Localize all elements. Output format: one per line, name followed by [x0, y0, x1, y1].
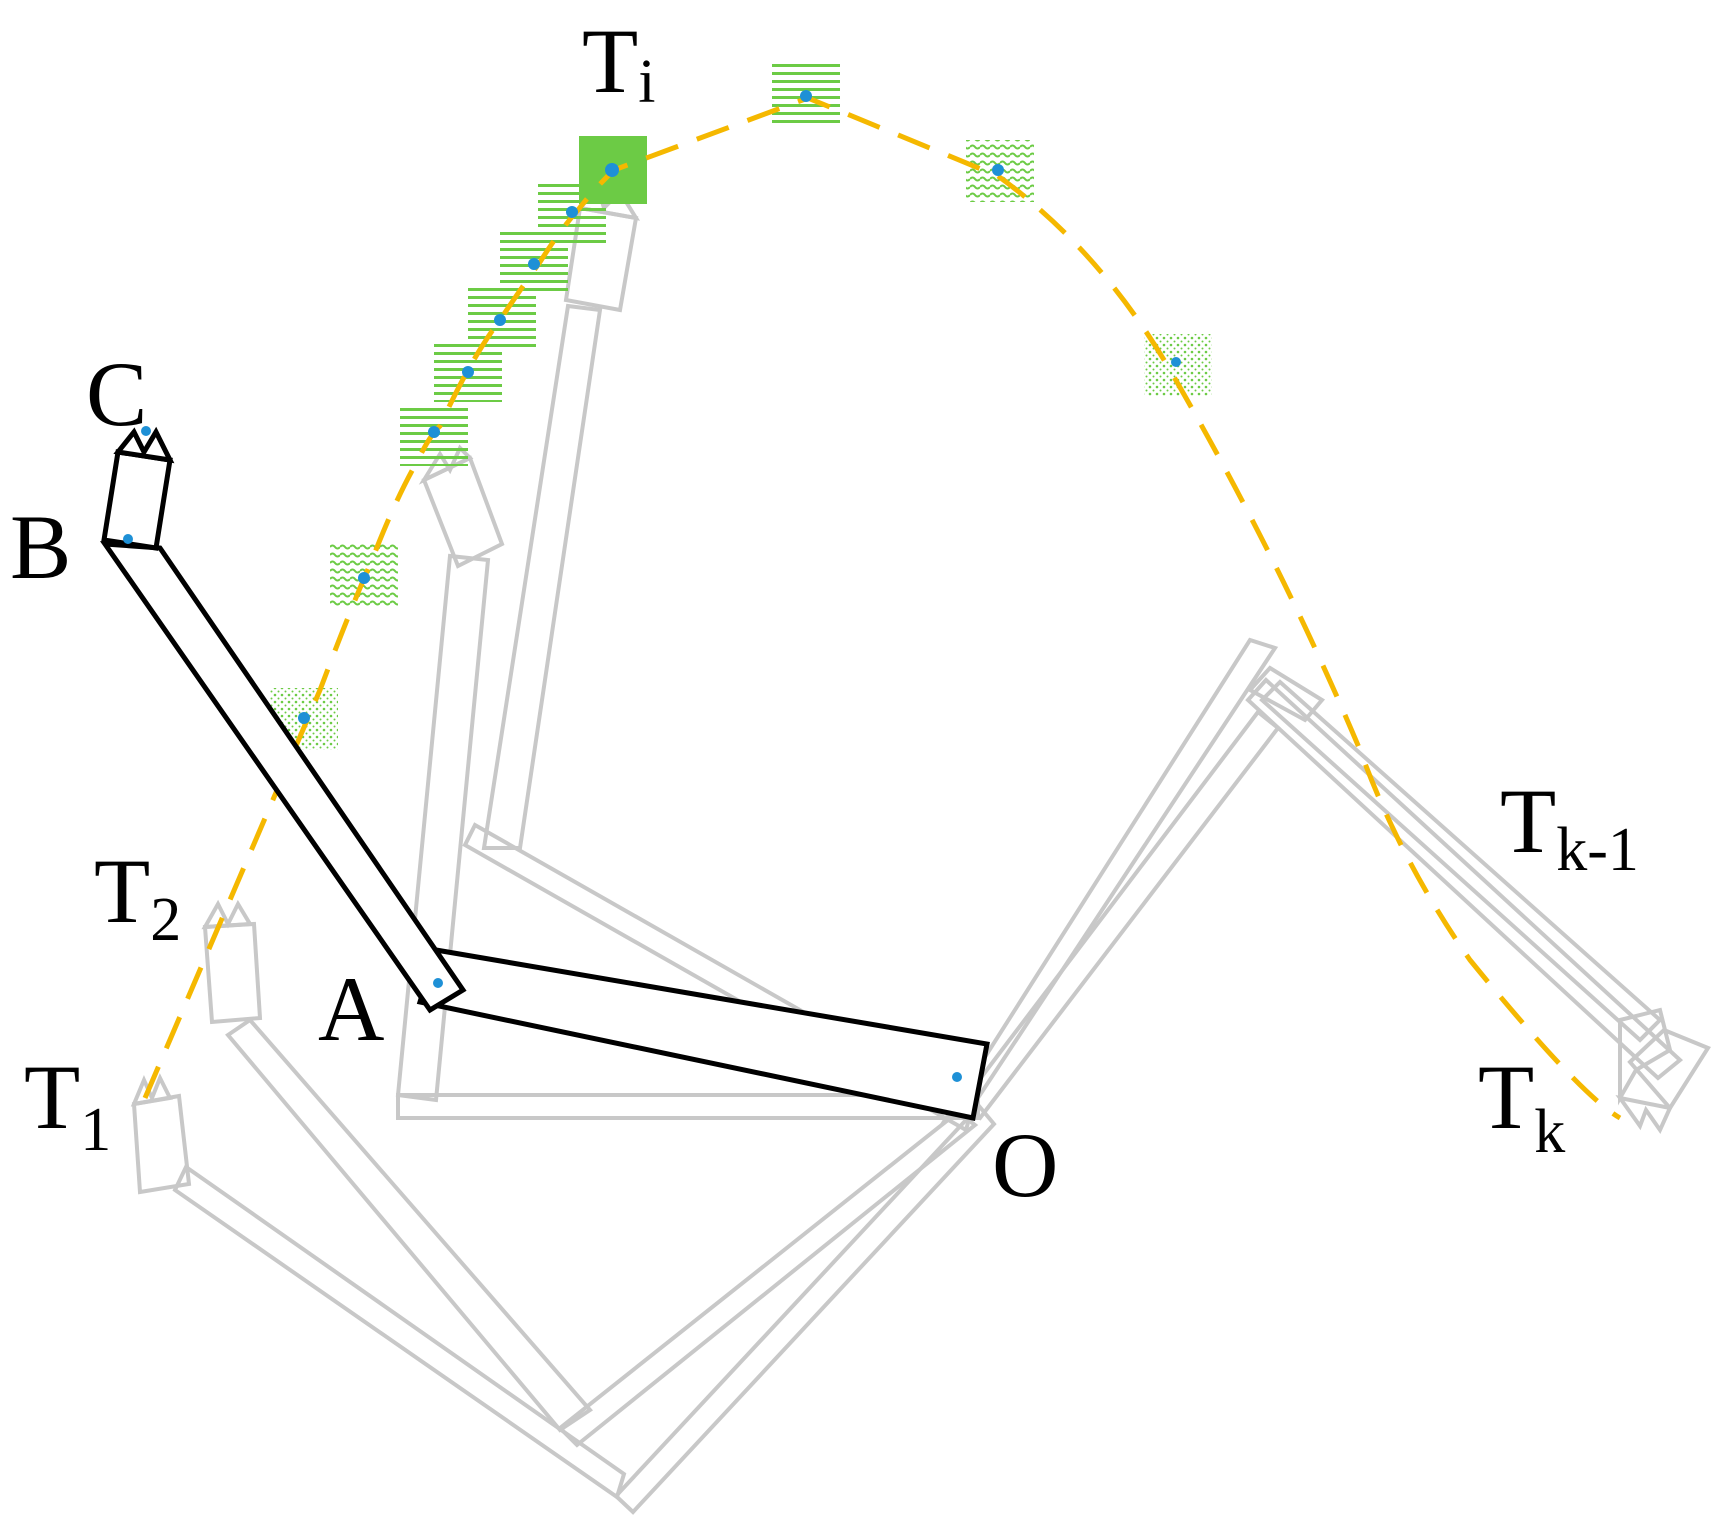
waypoint-dot: [428, 426, 440, 438]
waypoint-dot: [298, 712, 310, 724]
label-Tk1-main: T: [1500, 770, 1556, 872]
label-B: B: [10, 496, 71, 598]
ghost-link2: [225, 1017, 594, 1433]
label-Tk1-sub: k-1: [1556, 816, 1639, 884]
ghost-gripper: [1627, 1027, 1711, 1112]
label-T2-sub: 2: [150, 886, 181, 954]
waypoint-dot: [494, 314, 506, 326]
label-Tk: Tk: [1478, 1046, 1565, 1166]
waypoint-dot: [1171, 357, 1181, 367]
point-C-dot: [141, 426, 151, 436]
label-Tk-sub: k: [1534, 1098, 1565, 1166]
active-arm: [99, 426, 990, 1121]
ghost-gripper-jaw: [1615, 1095, 1673, 1135]
waypoint-dot: [528, 258, 540, 270]
waypoint-dot: [358, 572, 370, 584]
label-A: A: [318, 958, 384, 1060]
ghost-arm-config-Tk: [939, 637, 1673, 1135]
labels: C B A O Ti T2 T1 Tk-1 Tk: [10, 10, 1639, 1216]
target-regions: [270, 64, 1212, 750]
label-Ti-main: T: [582, 10, 638, 112]
label-Ti-sub: i: [638, 48, 655, 116]
label-T1-main: T: [24, 1046, 80, 1148]
ghost-link2: [395, 553, 491, 1103]
ghost-link1-end: [1246, 665, 1326, 723]
waypoint-dot: [800, 90, 812, 102]
active-link-OA: [416, 947, 990, 1121]
ghost-arm-config-Tk1: [954, 677, 1711, 1121]
active-gripper-jaw: [113, 426, 175, 464]
point-B-dot: [123, 534, 133, 544]
waypoint-dot: [566, 206, 578, 218]
ghost-gripper-jaw: [201, 899, 254, 930]
active-gripper: [101, 449, 173, 551]
ghost-link2: [1259, 679, 1663, 1043]
waypoint-dot-current: [605, 163, 619, 177]
trajectory-path: [142, 95, 1622, 1121]
ghost-link1: [613, 1102, 997, 1515]
ghost-gripper-jaw: [130, 1073, 173, 1107]
ghost-link1: [556, 1109, 979, 1448]
waypoint-dot: [462, 366, 474, 378]
label-Tk-main: T: [1478, 1046, 1534, 1148]
ghost-link2: [481, 303, 603, 850]
ghost-gripper: [1618, 1007, 1673, 1106]
label-T1-sub: 1: [80, 1096, 111, 1164]
label-O: O: [992, 1114, 1058, 1216]
label-T2-main: T: [94, 840, 150, 942]
label-Ti: Ti: [582, 10, 655, 116]
label-T2: T2: [94, 840, 181, 954]
label-T1: T1: [24, 1046, 111, 1164]
ghost-arm-config-Ti: [462, 184, 975, 1134]
ghost-link1: [939, 637, 1279, 1125]
ghost-arm-config-T1: [130, 1073, 997, 1515]
waypoint-dots: [123, 90, 1181, 1082]
ghost-link2: [1245, 677, 1684, 1081]
ghost-link2: [172, 1164, 627, 1501]
label-C: C: [86, 343, 147, 445]
label-Tk1: Tk-1: [1500, 770, 1639, 884]
point-O-dot: [952, 1072, 962, 1082]
ghost-link1: [462, 822, 975, 1134]
point-A-dot: [433, 978, 443, 988]
waypoint-dot: [992, 164, 1004, 176]
